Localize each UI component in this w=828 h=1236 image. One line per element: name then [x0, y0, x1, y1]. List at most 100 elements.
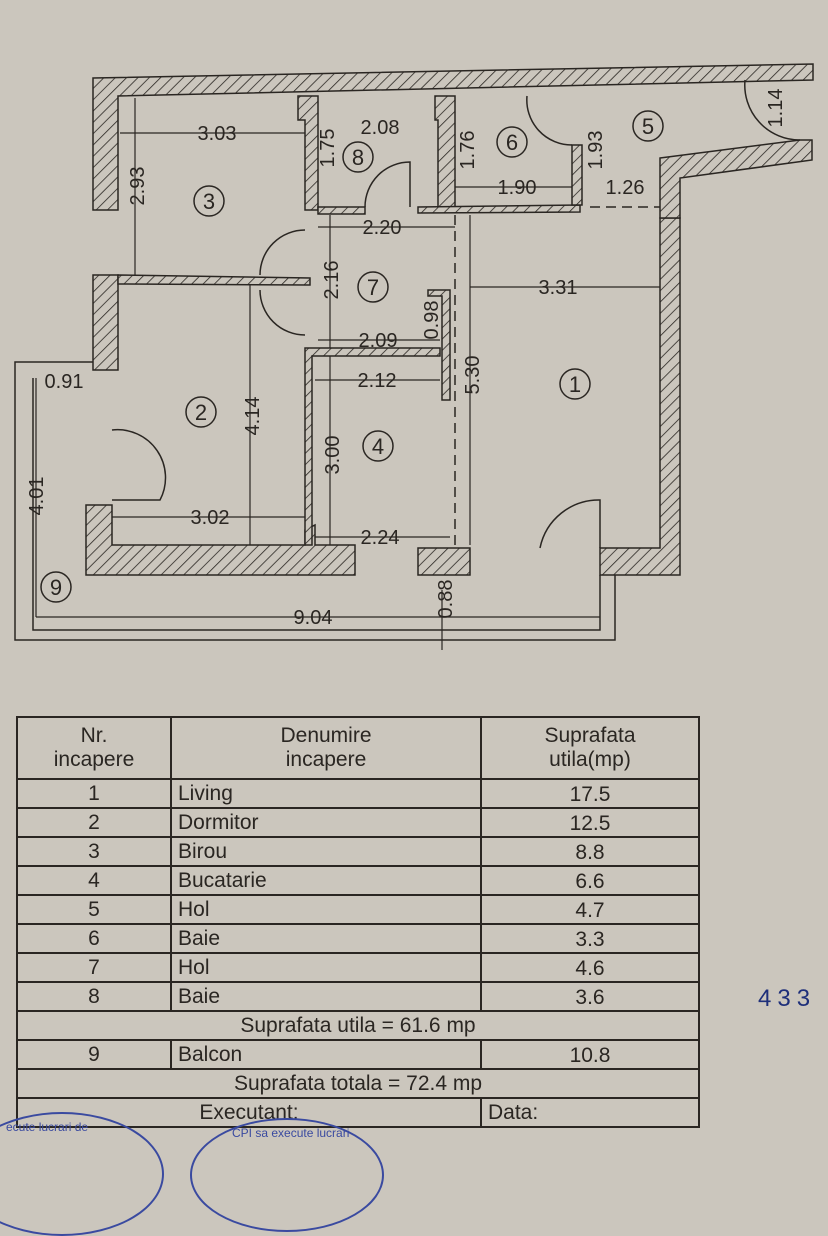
room-area: 6.6: [480, 865, 700, 896]
room-number: 4: [372, 434, 384, 459]
room-nr: 2: [16, 807, 172, 838]
room-marker: [632, 110, 664, 142]
room-area: 10.8: [480, 1039, 700, 1070]
dimension-label: 1.26: [606, 177, 645, 199]
dimension-label: 2.12: [358, 370, 397, 392]
room-nr: 8: [16, 981, 172, 1012]
header-nr: Nr. incapere: [16, 716, 172, 780]
dimension-label: 0.91: [45, 371, 84, 393]
room-area: 4.6: [480, 952, 700, 983]
useful-total-row: Suprafata utila = 61.6 mp: [16, 1010, 700, 1041]
room-nr: 3: [16, 836, 172, 867]
useful-total: Suprafata utila = 61.6 mp: [16, 1010, 700, 1041]
room-marker: [362, 430, 394, 462]
floor-plan: 3 8 6 5 7 2 4 1 9 3.03 2.08 1.90 1.26 2.…: [14, 63, 814, 650]
table-header-row: Nr. incapere Denumire incapere Suprafata…: [16, 716, 700, 780]
room-name: Bucatarie: [170, 865, 482, 896]
room-nr: 1: [16, 778, 172, 809]
stamp-left: ecute lucrari de: [0, 1112, 164, 1236]
room-marker: [40, 571, 72, 603]
room-name: Baie: [170, 981, 482, 1012]
dimension-label: 2.09: [359, 330, 398, 352]
room-number: 8: [352, 145, 364, 170]
room-nr: 6: [16, 923, 172, 954]
room-area: 3.3: [480, 923, 700, 954]
dimension-label: 5.30: [462, 356, 484, 395]
dimension-label: 1.75: [317, 129, 339, 168]
dimension-label: 3.00: [322, 436, 344, 475]
dimension-label: 0.98: [421, 301, 443, 340]
header-area: Suprafata utila(mp): [480, 716, 700, 780]
stamp-text: ecute lucrari de: [6, 1120, 89, 1134]
dimension-label: 2.20: [363, 217, 402, 239]
room-marker: [559, 368, 591, 400]
handwritten-note: 433: [758, 985, 817, 1012]
room-marker: [193, 185, 225, 217]
room-number: 9: [50, 575, 62, 600]
room-number: 1: [569, 372, 581, 397]
room-name: Balcon: [170, 1039, 482, 1070]
dimension-label: 9.04: [294, 607, 333, 629]
walls: [85, 63, 814, 576]
grand-total: Suprafata totala = 72.4 mp: [16, 1068, 700, 1099]
room-name: Hol: [170, 894, 482, 925]
room-name: Hol: [170, 952, 482, 983]
room-area: 17.5: [480, 778, 700, 809]
dimension-label: 1.90: [498, 177, 537, 199]
room-area: 4.7: [480, 894, 700, 925]
room-area-table: Nr. incapere Denumire incapere Suprafata…: [16, 716, 700, 1128]
room-number: 2: [195, 400, 207, 425]
dimension-label: 1.76: [457, 131, 479, 170]
dimension-label: 3.02: [191, 507, 230, 529]
dimension-label: 2.24: [361, 527, 400, 549]
grand-total-row: Suprafata totala = 72.4 mp: [16, 1068, 700, 1099]
table-row: 9 Balcon 10.8: [16, 1039, 700, 1070]
room-nr: 4: [16, 865, 172, 896]
dimension-label: 0.88: [435, 580, 457, 619]
room-marker: [496, 126, 528, 158]
room-name: Birou: [170, 836, 482, 867]
room-name: Baie: [170, 923, 482, 954]
room-marker: [357, 271, 389, 303]
dimension-label: 2.93: [127, 167, 149, 206]
room-name: Dormitor: [170, 807, 482, 838]
dimension-label: 4.01: [26, 477, 48, 516]
room-nr: 9: [16, 1039, 172, 1070]
dimension-labels: 3.03 2.08 1.90 1.26 2.20 3.31 2.09 2.12 …: [26, 89, 787, 629]
room-area: 3.6: [480, 981, 700, 1012]
header-name: Denumire incapere: [170, 716, 482, 780]
dimension-label: 2.08: [361, 117, 400, 139]
balcony-outline: [14, 206, 660, 641]
room-number: 3: [203, 189, 215, 214]
room-nr: 5: [16, 894, 172, 925]
dimension-label: 2.16: [321, 261, 343, 300]
door-arcs: [111, 79, 801, 549]
room-area: 12.5: [480, 807, 700, 838]
dimension-label: 3.03: [198, 123, 237, 145]
stamp-right: CPI sa execute lucrari: [190, 1118, 384, 1232]
date-label: Data:: [480, 1097, 700, 1128]
dimension-label: 1.93: [585, 131, 607, 170]
room-area: 8.8: [480, 836, 700, 867]
dimension-label: 1.14: [765, 89, 787, 128]
dimension-label: 3.31: [539, 277, 578, 299]
room-number: 5: [642, 114, 654, 139]
dimension-lines: [35, 98, 660, 650]
room-nr: 7: [16, 952, 172, 983]
room-marker: [342, 141, 374, 173]
room-number: 6: [506, 130, 518, 155]
room-marker: [185, 396, 217, 428]
room-name: Living: [170, 778, 482, 809]
room-number: 7: [367, 275, 379, 300]
room-markers: [40, 110, 664, 603]
dimension-label: 4.14: [242, 397, 264, 436]
stamp-text: CPI sa execute lucrari: [232, 1126, 350, 1140]
